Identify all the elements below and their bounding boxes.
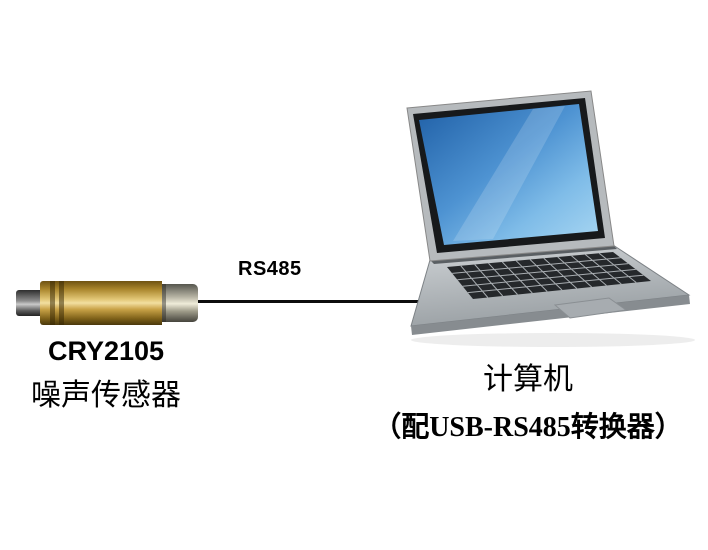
sensor-groove-icon [59,281,64,325]
laptop-keyboard [447,252,651,299]
computer-caption: 计算机 （配USB-RS485转换器） [350,354,706,445]
laptop-keys-grid [452,252,644,298]
sensor-model-label: CRY2105 [47,336,165,366]
sensor-tip-ring-icon [162,284,166,322]
laptop-trackpad [553,297,628,319]
computer-detail-label: （配USB-RS485转换器） [373,412,683,443]
sensor-connector-icon [16,290,42,316]
laptop-front-edge [411,295,690,335]
sensor-caption: CRY2105 噪声传感器 [8,336,204,414]
rs485-label: RS485 [238,258,302,280]
sensor-groove-icon [50,281,55,325]
sensor-name-label: 噪声传感器 [31,379,181,412]
computer-name-label: 计算机 [483,363,573,396]
sensor-microphone-tip-icon [162,284,198,322]
sensor-body-icon [40,281,162,325]
laptop-screen-glare [453,106,565,241]
rs485-cable-line [194,300,450,303]
laptop-shadow [411,333,695,347]
laptop-screen [419,104,598,245]
noise-sensor-illustration [16,280,198,326]
laptop-illustration [406,90,695,347]
